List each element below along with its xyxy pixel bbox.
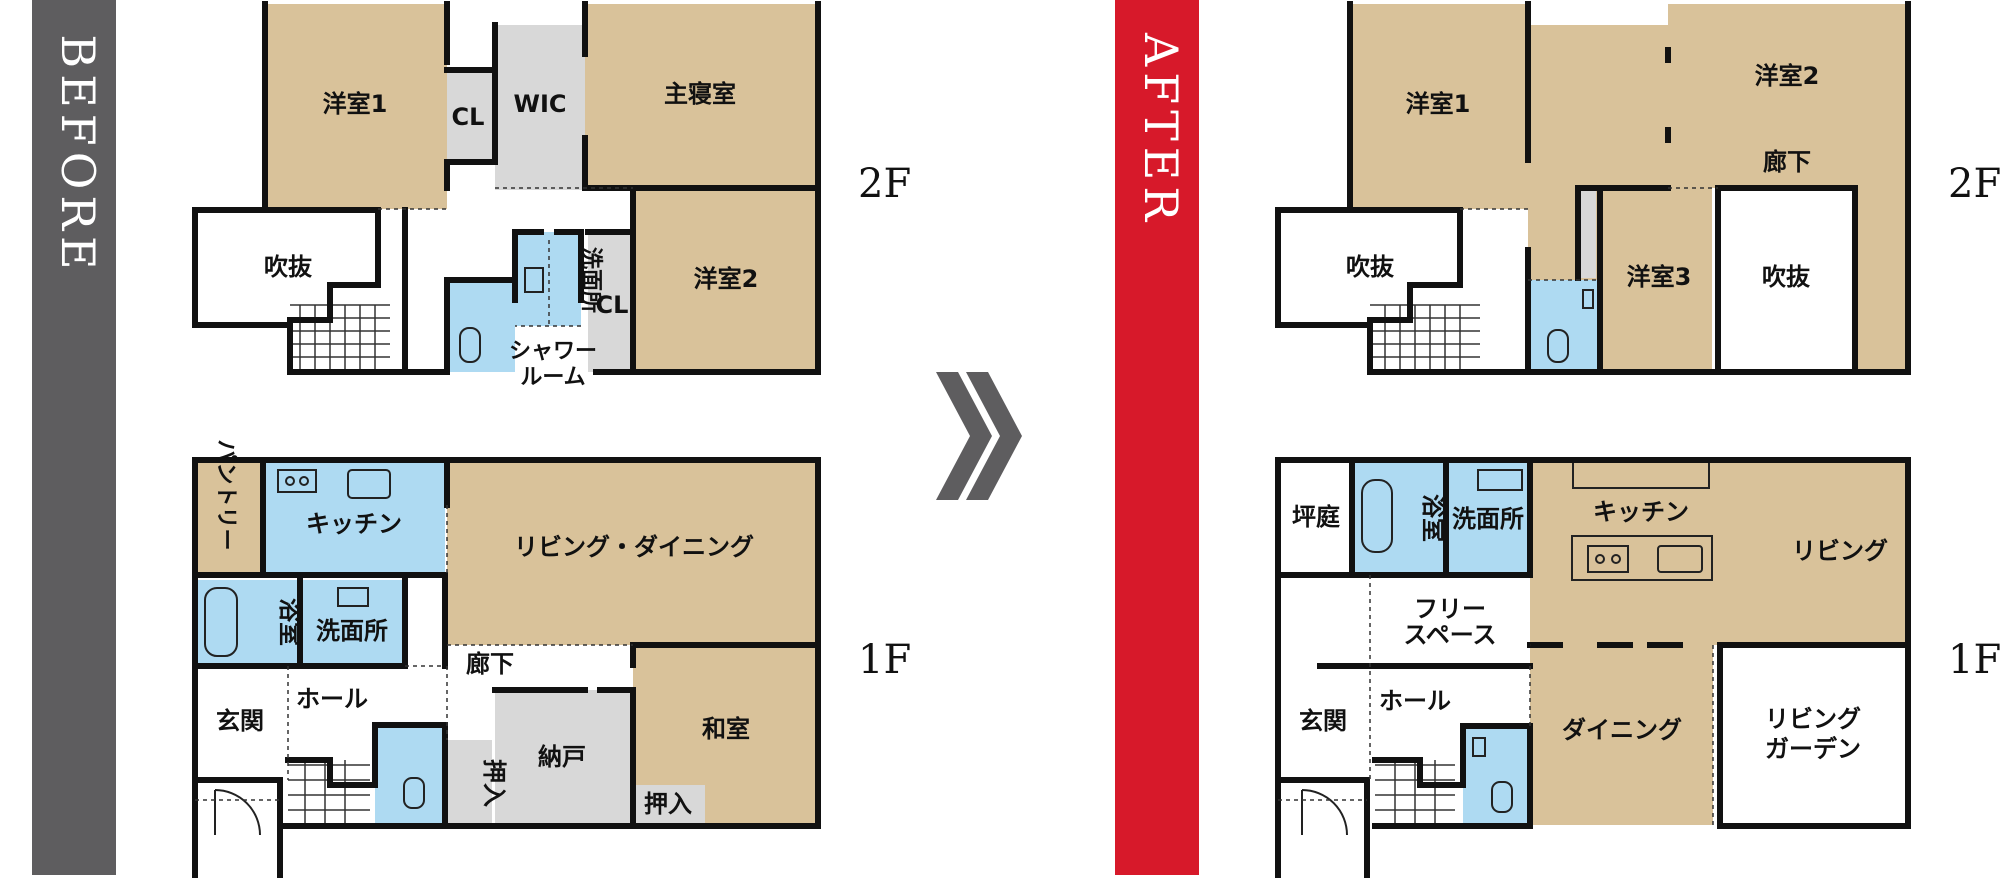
room-genkan-1: 玄関 (216, 707, 264, 735)
room-youshitsu2: 洋室2 (694, 265, 759, 293)
room-closet-2: CL (596, 291, 629, 319)
room-yokushitsu-1: 浴室 (276, 598, 304, 646)
room-hall-1: ホール (296, 685, 368, 713)
room-shower-2: ルーム (520, 365, 585, 390)
room-dining-after: ダイニング (1562, 716, 1682, 744)
room-nando: 納戸 (538, 743, 586, 771)
before-1f-labels: パントリー キッチン リビング・ダイニング 浴室 洗面所 廊下 玄関 ホール 納… (213, 439, 911, 818)
room-wic: WIC (513, 90, 566, 118)
room-rouka-after-2f: 廊下 (1763, 148, 1811, 176)
room-kitchen: キッチン (306, 510, 402, 538)
room-free-space-2: スペース (1403, 621, 1496, 649)
room-master-bedroom: 主寝室 (664, 80, 736, 108)
double-chevron-right-icon (936, 372, 1022, 500)
before-2f-plan (192, 1, 821, 375)
room-fukinuke: 吹抜 (264, 253, 313, 281)
room-free-space-1: フリー (1414, 595, 1486, 623)
after-2f-label: 2F (1948, 161, 2001, 207)
before-banner: BEFORE (32, 0, 116, 875)
room-youshitsu2-after: 洋室2 (1755, 62, 1820, 90)
room-shower-1: シャワー (509, 339, 597, 364)
before-1f-plan (192, 457, 821, 878)
room-fukinuke-after-2: 吹抜 (1762, 263, 1811, 291)
room-fukinuke-after-1: 吹抜 (1346, 253, 1395, 281)
room-senmenjo-after: 洗面所 (1452, 505, 1524, 533)
room-closet: CL (452, 103, 485, 131)
before-1f-label: 1F (858, 637, 911, 683)
room-pantry: パントリー (213, 439, 238, 550)
after-1f-label: 1F (1948, 637, 2001, 683)
room-youshitsu3-after: 洋室3 (1627, 263, 1692, 291)
room-rouka-1: 廊下 (466, 650, 514, 678)
room-living-dining: リビング・ダイニング (514, 533, 754, 561)
after-2f-plan (1275, 1, 1911, 375)
after-banner: AFTER (1115, 0, 1199, 875)
room-oshiire-1: 押入 (480, 759, 508, 807)
room-youshitsu1-after: 洋室1 (1406, 90, 1471, 118)
before-2f-label: 2F (858, 161, 911, 207)
room-youshitsu1: 洋室1 (323, 90, 388, 118)
room-yokushitsu-after: 浴室 (1419, 494, 1447, 542)
room-oshiire-2: 押入 (644, 790, 692, 818)
room-living-after: リビング (1792, 537, 1888, 565)
room-hall-after: ホール (1379, 687, 1451, 715)
room-living-garden-1: リビング (1765, 705, 1861, 733)
after-2f-labels: 洋室1 洋室2 廊下 吹抜 洋室3 吹抜 2F (1346, 62, 2001, 291)
before-2f-labels: 洋室1 CL WIC 主寝室 吹抜 洗面所 CL 洋室2 シャワー ルーム 2F (264, 80, 911, 390)
room-genkan-after: 玄関 (1299, 707, 1347, 735)
room-washitsu: 和室 (702, 715, 750, 743)
room-living-garden-2: ガーデン (1765, 735, 1861, 763)
room-senmenjo-1: 洗面所 (578, 247, 603, 313)
room-senmenjo-2: 洗面所 (316, 617, 388, 645)
room-kitchen-after: キッチン (1593, 498, 1689, 526)
room-tsuboniwa: 坪庭 (1292, 503, 1340, 531)
before-banner-label: BEFORE (51, 34, 105, 275)
after-1f-plan (1275, 457, 1911, 878)
after-1f-labels: 坪庭 浴室 洗面所 キッチン リビング フリー スペース 玄関 ホール ダイニン… (1292, 494, 2001, 763)
after-banner-label: AFTER (1134, 32, 1188, 227)
